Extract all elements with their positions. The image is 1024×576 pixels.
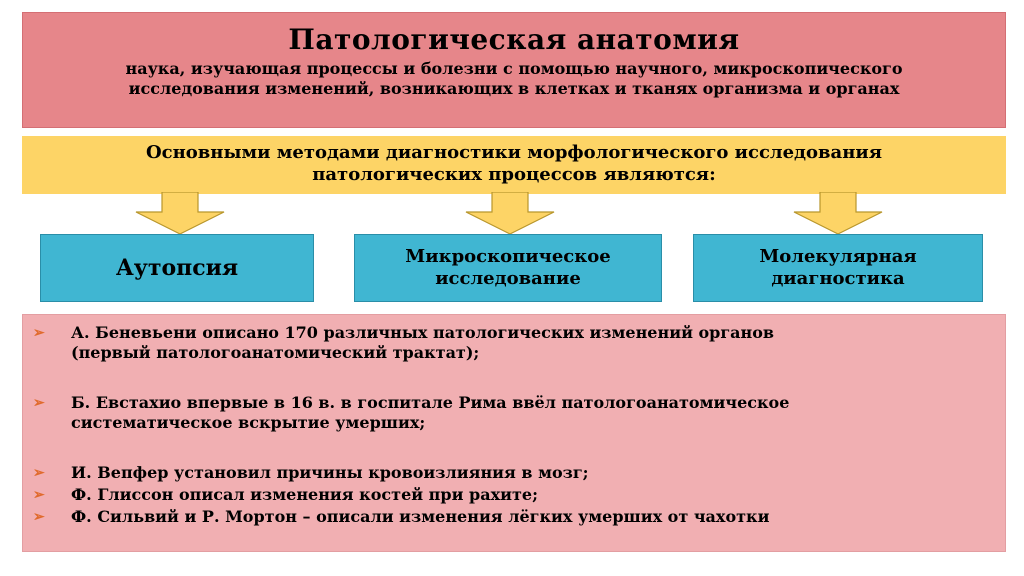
method-microscopic: Микроскопическое исследование: [354, 234, 662, 302]
list-item: ➢ Ф. Сильвий и Р. Мортон – описали измен…: [33, 507, 971, 527]
arrow-bullet-icon: ➢: [33, 465, 45, 481]
title-box: Патологическая анатомия наука, изучающая…: [22, 12, 1006, 128]
method-molecular: Молекулярная диагностика: [693, 234, 983, 302]
method-label-2: исследование: [435, 268, 581, 289]
method-label: Молекулярная: [759, 246, 917, 267]
list-item-line-2: (первый патологоанатомический трактат);: [71, 343, 480, 362]
down-arrow-icon: [135, 192, 225, 235]
arrow-bullet-icon: ➢: [33, 487, 45, 503]
arrow-bullet-icon: ➢: [33, 395, 45, 411]
list-item: ➢ Б. Евстахио впервые в 16 в. в госпитал…: [33, 393, 971, 433]
down-arrow-icon: [793, 192, 883, 235]
list-item-line-1: Б. Евстахио впервые в 16 в. в госпитале …: [71, 393, 790, 412]
list-item-line-1: А. Беневьени описано 170 различных патол…: [71, 323, 775, 342]
methods-intro-line-1: Основными методами диагностики морфологи…: [145, 142, 883, 163]
list-item: ➢ И. Вепфер установил причины кровоизлия…: [33, 463, 971, 483]
arrow-bullet-icon: ➢: [33, 509, 45, 525]
history-box: ➢ А. Беневьени описано 170 различных пат…: [22, 314, 1006, 552]
method-label: Аутопсия: [115, 255, 239, 281]
methods-intro-line-2: патологических процессов являются:: [312, 164, 716, 185]
method-label-2: диагностика: [771, 268, 905, 289]
list-item: ➢ А. Беневьени описано 170 различных пат…: [33, 323, 971, 363]
list-item-line-1: И. Вепфер установил причины кровоизлияни…: [71, 463, 589, 482]
list-item-line-1: Ф. Глиссон описал изменения костей при р…: [71, 485, 538, 504]
page-title: Патологическая анатомия: [288, 23, 740, 56]
method-autopsy: Аутопсия: [40, 234, 314, 302]
methods-intro-box: Основными методами диагностики морфологи…: [22, 136, 1006, 194]
method-label: Микроскопическое: [405, 246, 611, 267]
down-arrow-icon: [465, 192, 555, 235]
list-item-line-2: систематическое вскрытие умерших;: [71, 413, 426, 432]
subtitle-line-1: наука, изучающая процессы и болезни с по…: [125, 59, 903, 78]
list-item: ➢ Ф. Глиссон описал изменения костей при…: [33, 485, 971, 505]
title-subtitle: наука, изучающая процессы и болезни с по…: [23, 59, 1005, 99]
subtitle-line-2: исследования изменений, возникающих в кл…: [128, 79, 900, 98]
arrow-bullet-icon: ➢: [33, 325, 45, 341]
list-item-line-1: Ф. Сильвий и Р. Мортон – описали изменен…: [71, 507, 770, 526]
